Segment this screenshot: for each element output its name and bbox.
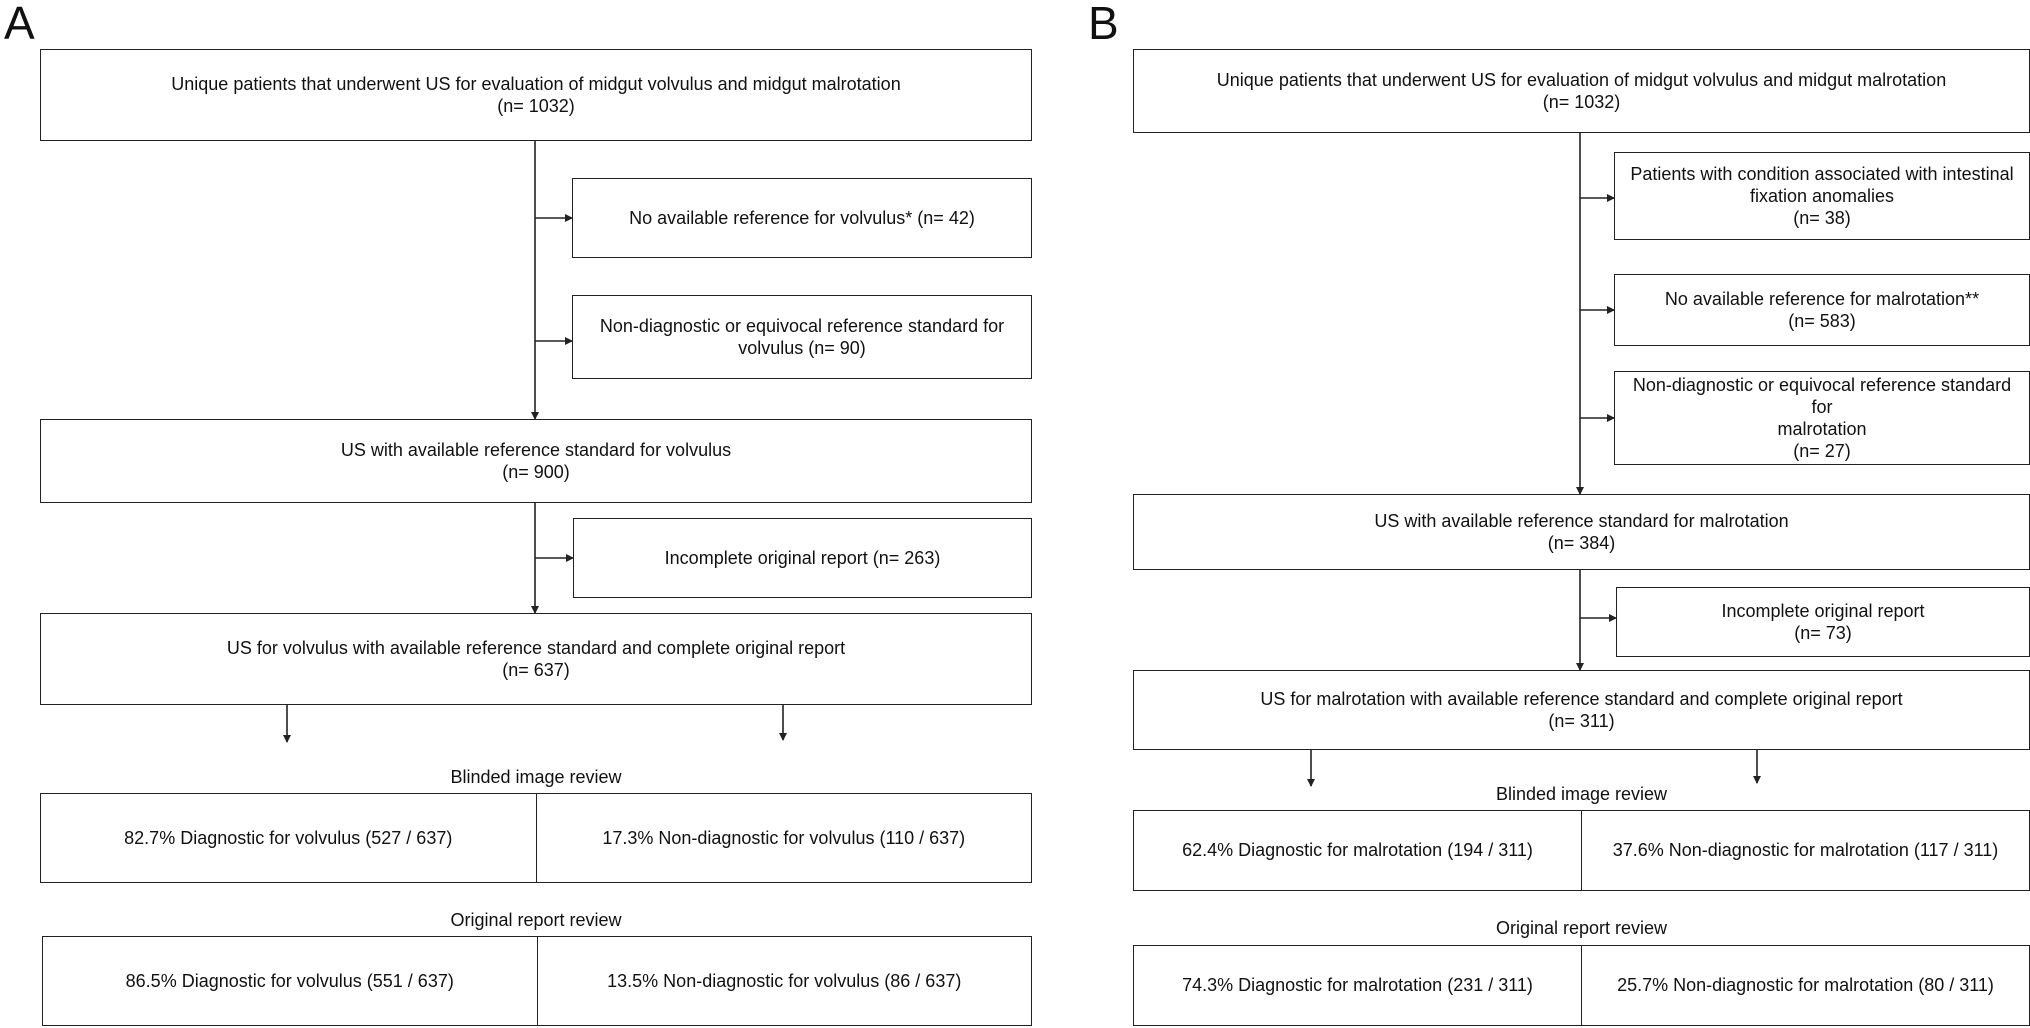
b-available-reference-count: (n= 384)	[1547, 533, 1616, 553]
panel-b-label: B	[1088, 0, 1119, 49]
b-blinded-diagnostic: 62.4% Diagnostic for malrotation (194 / …	[1182, 840, 1533, 860]
a-original-review-results: 86.5% Diagnostic for volvulus (551 / 637…	[42, 936, 1032, 1026]
b-exclusion-incomplete-box: Incomplete original report (n= 73)	[1616, 587, 2030, 657]
a-available-reference-text: US with available reference standard for…	[340, 440, 732, 460]
a-exclusion-incomplete-text: Incomplete original report (n= 263)	[664, 548, 941, 568]
a-total-patients-count: (n= 1032)	[497, 96, 575, 116]
b-exclusion-fixation-count: (n= 38)	[1793, 208, 1851, 228]
b-final-cohort-count: (n= 311)	[1548, 711, 1615, 731]
a-exclusion-nondiagnostic-box: Non-diagnostic or equivocal reference st…	[572, 295, 1032, 379]
b-blinded-review-results: 62.4% Diagnostic for malrotation (194 / …	[1133, 810, 2030, 891]
a-exclusion-no-reference-text: No available reference for volvulus* (n=…	[629, 208, 975, 228]
a-total-patients-text: Unique patients that underwent US for ev…	[171, 74, 901, 94]
b-exclusion-no-reference-count: (n= 583)	[1788, 311, 1856, 331]
b-exclusion-incomplete-text: Incomplete original report	[1721, 601, 1925, 621]
b-exclusion-fixation-box: Patients with condition associated with …	[1614, 152, 2030, 240]
a-final-cohort-box: US for volvulus with available reference…	[40, 613, 1032, 705]
b-exclusion-nondiagnostic-count: (n= 27)	[1793, 441, 1851, 461]
b-available-reference-box: US with available reference standard for…	[1133, 494, 2030, 570]
panel-a-label: A	[4, 0, 35, 49]
b-exclusion-nondiagnostic-text-2: malrotation	[1777, 419, 1867, 439]
b-exclusion-fixation-text-2: fixation anomalies	[1749, 186, 1895, 206]
b-original-diagnostic: 74.3% Diagnostic for malrotation (231 / …	[1182, 975, 1533, 995]
a-exclusion-nondiagnostic-count: volvulus (n= 90)	[738, 338, 866, 358]
b-exclusion-nondiagnostic-text-1: Non-diagnostic or equivocal reference st…	[1632, 375, 2012, 417]
a-final-cohort-count: (n= 637)	[502, 660, 570, 680]
b-exclusion-incomplete-count: (n= 73)	[1794, 623, 1852, 643]
a-available-reference-count: (n= 900)	[502, 462, 570, 482]
a-original-nondiagnostic: 13.5% Non-diagnostic for volvulus (86 / …	[536, 937, 1032, 1025]
a-blinded-review-results: 82.7% Diagnostic for volvulus (527 / 637…	[40, 793, 1032, 883]
b-total-patients-text: Unique patients that underwent US for ev…	[1216, 70, 1947, 90]
b-available-reference-text: US with available reference standard for…	[1374, 511, 1789, 531]
b-exclusion-fixation-text-1: Patients with condition associated with …	[1630, 164, 2014, 184]
b-final-cohort-box: US for malrotation with available refere…	[1133, 670, 2030, 750]
a-available-reference-box: US with available reference standard for…	[40, 419, 1032, 503]
b-exclusion-no-reference-box: No available reference for malrotation**…	[1614, 274, 2030, 346]
a-original-diagnostic: 86.5% Diagnostic for volvulus (551 / 637…	[125, 970, 454, 991]
b-original-review-caption: Original report review	[1495, 918, 1668, 938]
a-final-cohort-text: US for volvulus with available reference…	[226, 638, 846, 658]
b-original-review-results: 74.3% Diagnostic for malrotation (231 / …	[1133, 945, 2030, 1026]
a-exclusion-no-reference-box: No available reference for volvulus* (n=…	[572, 178, 1032, 258]
b-blinded-review-caption: Blinded image review	[1495, 784, 1668, 804]
a-original-review-caption: Original report review	[450, 910, 622, 930]
b-total-patients-count: (n= 1032)	[1542, 92, 1621, 112]
a-total-patients-box: Unique patients that underwent US for ev…	[40, 49, 1032, 141]
b-final-cohort-text: US for malrotation with available refere…	[1260, 689, 1903, 709]
b-total-patients-box: Unique patients that underwent US for ev…	[1133, 49, 2030, 133]
b-exclusion-nondiagnostic-box: Non-diagnostic or equivocal reference st…	[1614, 371, 2030, 465]
a-exclusion-incomplete-box: Incomplete original report (n= 263)	[573, 518, 1032, 598]
b-exclusion-no-reference-text: No available reference for malrotation**	[1664, 289, 1980, 309]
a-blinded-diagnostic: 82.7% Diagnostic for volvulus (527 / 637…	[124, 827, 453, 848]
b-original-nondiagnostic: 25.7% Non-diagnostic for malrotation (80…	[1581, 946, 2029, 1025]
a-blinded-review-caption: Blinded image review	[450, 767, 622, 787]
a-blinded-nondiagnostic: 17.3% Non-diagnostic for volvulus (110 /…	[535, 794, 1032, 882]
a-exclusion-nondiagnostic-text: Non-diagnostic or equivocal reference st…	[599, 316, 1005, 336]
b-blinded-nondiagnostic: 37.6% Non-diagnostic for malrotation (11…	[1581, 811, 2029, 890]
